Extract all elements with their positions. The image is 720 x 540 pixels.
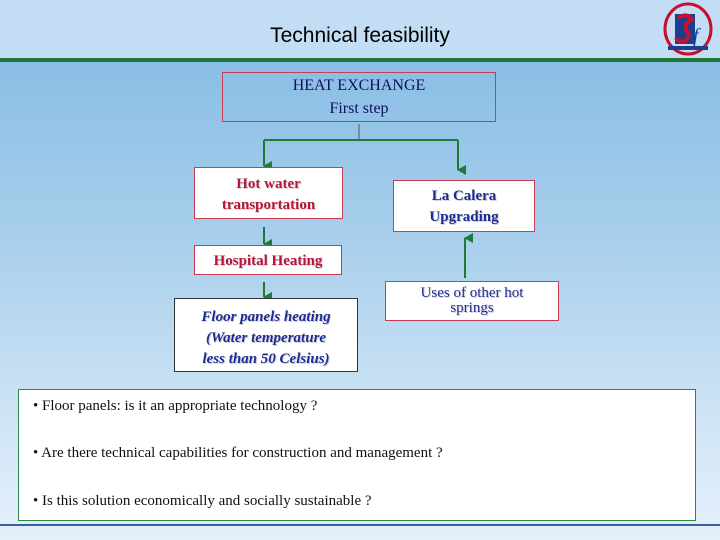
slide-title: Technical feasibility: [270, 24, 450, 47]
floor-panels-box: Floor panels heating (Water temperature …: [174, 298, 358, 372]
hot-water-line2: transportation: [221, 197, 316, 213]
svg-text:f: f: [693, 25, 701, 47]
floor-line1: Floor panels heating: [201, 309, 331, 325]
heat-exchange-line1: HEAT EXCHANGE: [292, 77, 426, 94]
other-hot-springs-box: Uses of other hot springs: [385, 281, 559, 321]
footer-rule: [0, 524, 720, 526]
header-divider: [0, 58, 720, 62]
heat-exchange-box: HEAT EXCHANGE First step: [222, 72, 496, 122]
questions-panel: • Floor panels: is it an appropriate tec…: [18, 389, 696, 521]
hospital-heating-box: Hospital Heating: [194, 245, 342, 275]
uses-line1: Uses of other hot: [420, 285, 524, 301]
floor-line3: less than 50 Celsius): [202, 351, 330, 367]
question-item: • Are there technical capabilities for c…: [33, 445, 443, 461]
institution-logo-icon: f: [663, 2, 713, 56]
la-calera-box: La Calera Upgrading: [393, 180, 535, 232]
hot-water-line1: Hot water: [236, 176, 301, 192]
question-item: • Floor panels: is it an appropriate tec…: [33, 398, 318, 414]
hospital-heating-label: Hospital Heating: [213, 253, 323, 269]
hot-water-box: Hot water transportation: [194, 167, 343, 219]
uses-line2: springs: [450, 300, 494, 316]
la-calera-line2: Upgrading: [429, 209, 499, 225]
floor-line2: (Water temperature: [205, 330, 327, 346]
la-calera-line1: La Calera: [431, 188, 497, 204]
question-item: • Is this solution economically and soci…: [33, 493, 372, 509]
slide-header: [0, 0, 720, 58]
heat-exchange-line2: First step: [329, 100, 389, 117]
